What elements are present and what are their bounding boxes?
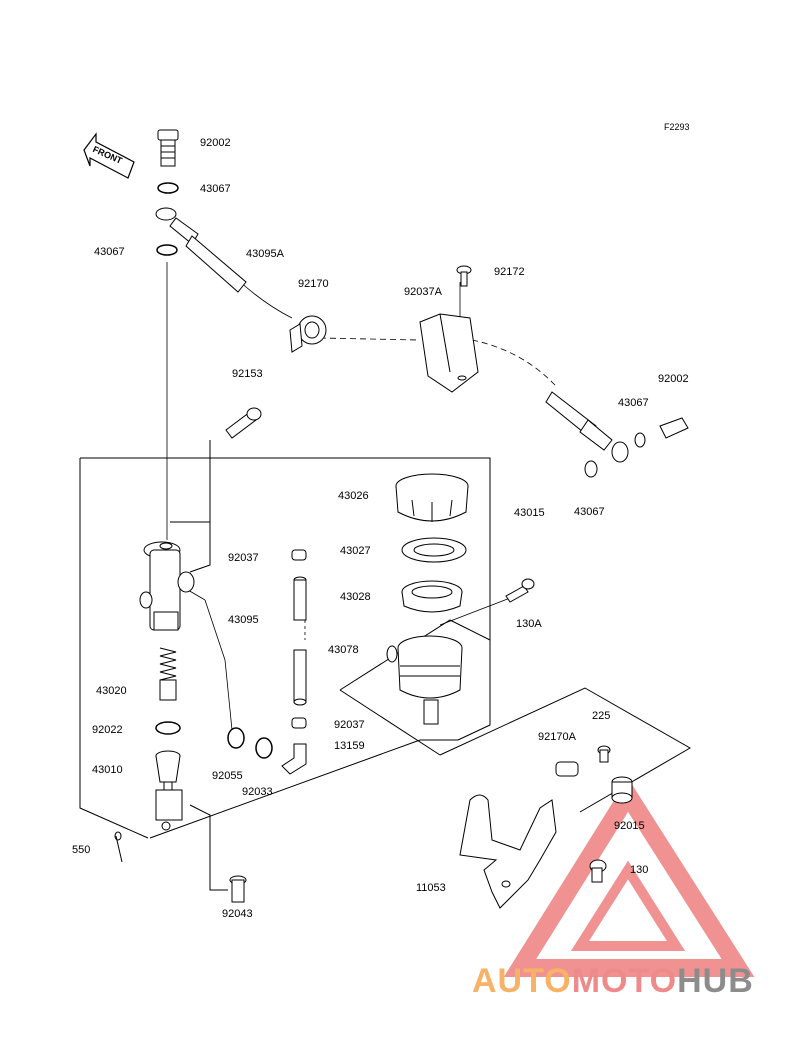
part-label-92022: 92022 xyxy=(92,724,123,736)
part-label-92037: 92037 xyxy=(228,552,259,564)
o-ring-icon xyxy=(227,727,273,759)
part-label-43067: 43067 xyxy=(574,506,605,518)
part-label-130a: 130A xyxy=(516,618,542,630)
mounting-bracket-icon xyxy=(459,794,557,909)
washer-icon xyxy=(156,182,179,256)
part-label-225: 225 xyxy=(592,710,611,722)
elbow-fitting-icon xyxy=(281,743,307,775)
hose-end-icon xyxy=(545,391,689,478)
part-label-43095a: 43095A xyxy=(246,248,284,260)
part-label-43026: 43026 xyxy=(338,490,369,502)
figure-code: F2293 xyxy=(664,122,690,132)
diaphragm-icon xyxy=(401,537,467,563)
part-label-92037: 92037 xyxy=(334,719,365,731)
part-label-92172: 92172 xyxy=(494,266,525,278)
reservoir-icon xyxy=(386,635,463,725)
part-label-92015: 92015 xyxy=(614,820,645,832)
part-label-43028: 43028 xyxy=(340,591,371,603)
circlip-icon xyxy=(155,721,181,735)
bolt-130-icon xyxy=(589,859,607,883)
part-label-43027: 43027 xyxy=(340,545,371,557)
pin-icon xyxy=(229,875,247,903)
part-label-92055: 92055 xyxy=(212,770,243,782)
part-label-43020: 43020 xyxy=(96,685,127,697)
spring-icon xyxy=(159,647,177,701)
part-label-43095: 43095 xyxy=(228,614,259,626)
master-cylinder-icon xyxy=(139,541,195,631)
part-label-92043: 92043 xyxy=(222,908,253,920)
front-arrow-icon xyxy=(83,132,135,179)
watermark-part3: HUB xyxy=(677,962,754,1000)
hose-icon xyxy=(293,576,307,706)
part-label-550: 550 xyxy=(72,844,91,856)
screw-icon xyxy=(456,265,472,287)
bolt-icon xyxy=(225,407,262,439)
bolt-225-icon xyxy=(597,745,611,763)
hose-clamp-icon xyxy=(289,315,327,353)
watermark-logo xyxy=(503,778,755,977)
watermark-part1: AUTO xyxy=(472,962,572,1000)
part-label-92153: 92153 xyxy=(232,368,263,380)
part-label-92033: 92033 xyxy=(242,786,273,798)
part-label-92002: 92002 xyxy=(200,137,231,149)
part-label-92037a: 92037A xyxy=(404,286,442,298)
collar-icon xyxy=(611,776,633,804)
banjo-bolt-icon xyxy=(157,129,179,167)
part-label-13159: 13159 xyxy=(334,740,365,752)
part-label-92170: 92170 xyxy=(298,278,329,290)
part-label-92170a: 92170A xyxy=(538,731,576,743)
watermark-text: AUTOMOTOHUB xyxy=(472,962,754,1001)
reservoir-cap-icon xyxy=(395,473,469,522)
part-label-92002: 92002 xyxy=(658,373,689,385)
part-label-43010: 43010 xyxy=(92,764,123,776)
clamp-icon xyxy=(291,549,307,729)
push-rod-icon xyxy=(155,750,183,831)
part-label-11053: 11053 xyxy=(416,882,446,894)
part-label-130: 130 xyxy=(630,864,649,876)
part-label-43067: 43067 xyxy=(618,397,649,409)
brake-hose-icon xyxy=(155,207,247,293)
cotter-pin-icon xyxy=(114,831,123,863)
small-clamp-icon xyxy=(555,761,579,777)
watermark-part2: MOTO xyxy=(571,962,678,1000)
part-label-43078: 43078 xyxy=(328,644,359,656)
bolt-icon xyxy=(505,578,535,603)
part-label-43067: 43067 xyxy=(200,183,231,195)
part-label-43015: 43015 xyxy=(514,507,545,519)
part-label-43067: 43067 xyxy=(94,246,125,258)
diaphragm-plate-icon xyxy=(401,580,463,613)
assembly-outline xyxy=(79,440,692,891)
hose-bracket-icon xyxy=(419,313,479,393)
